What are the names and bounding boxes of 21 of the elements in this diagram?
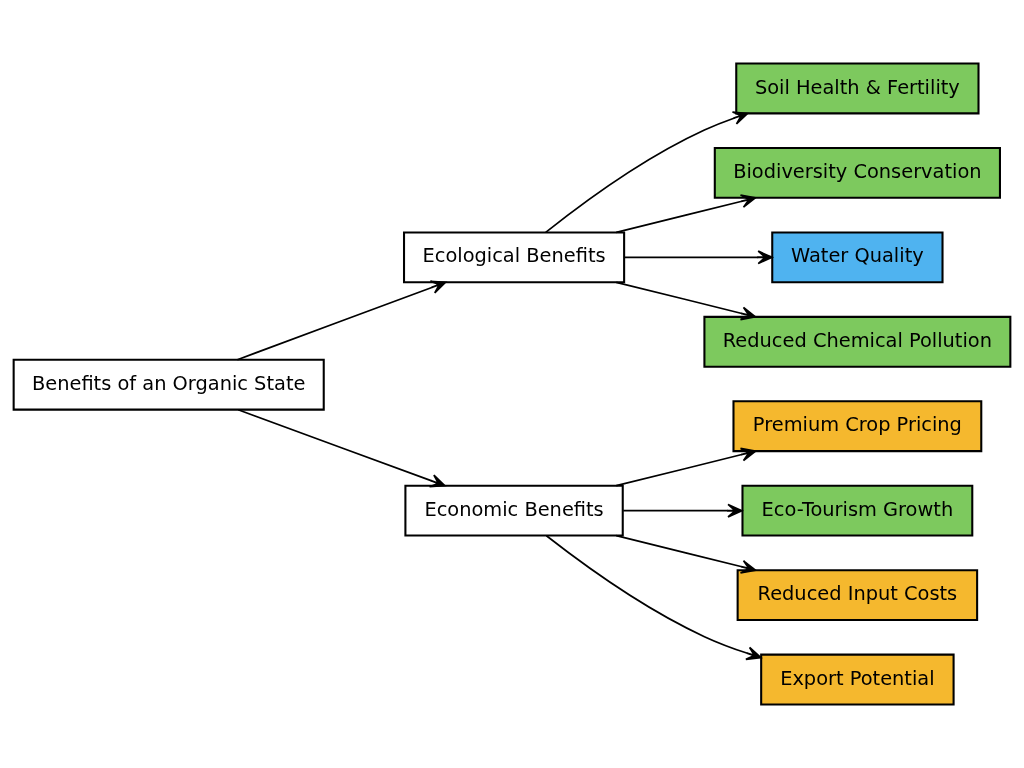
node-box: Export Potential xyxy=(760,653,955,706)
arrow xyxy=(237,408,446,488)
node-box: Eco-Tourism Growth xyxy=(741,484,974,537)
arrow xyxy=(236,280,447,361)
node-box: Soil Health & Fertility xyxy=(735,62,980,115)
arrow xyxy=(615,281,757,321)
arrow xyxy=(544,111,749,234)
arrow xyxy=(615,194,757,234)
arrow xyxy=(615,447,757,487)
node-box: Water Quality xyxy=(771,231,944,284)
arrow xyxy=(545,534,762,661)
arrow xyxy=(615,534,757,574)
node-box: Ecological Benefits xyxy=(403,231,626,284)
node-box: Biodiversity Conservation xyxy=(713,146,1001,199)
node-box: Economic Benefits xyxy=(404,484,624,537)
node-box: Reduced Chemical Pollution xyxy=(703,315,1012,368)
arrow xyxy=(623,250,773,265)
node-box: Benefits of an Organic State xyxy=(12,358,325,411)
node-box: Premium Crop Pricing xyxy=(732,400,983,453)
arrow xyxy=(622,503,743,518)
node-box: Reduced Input Costs xyxy=(736,569,979,622)
